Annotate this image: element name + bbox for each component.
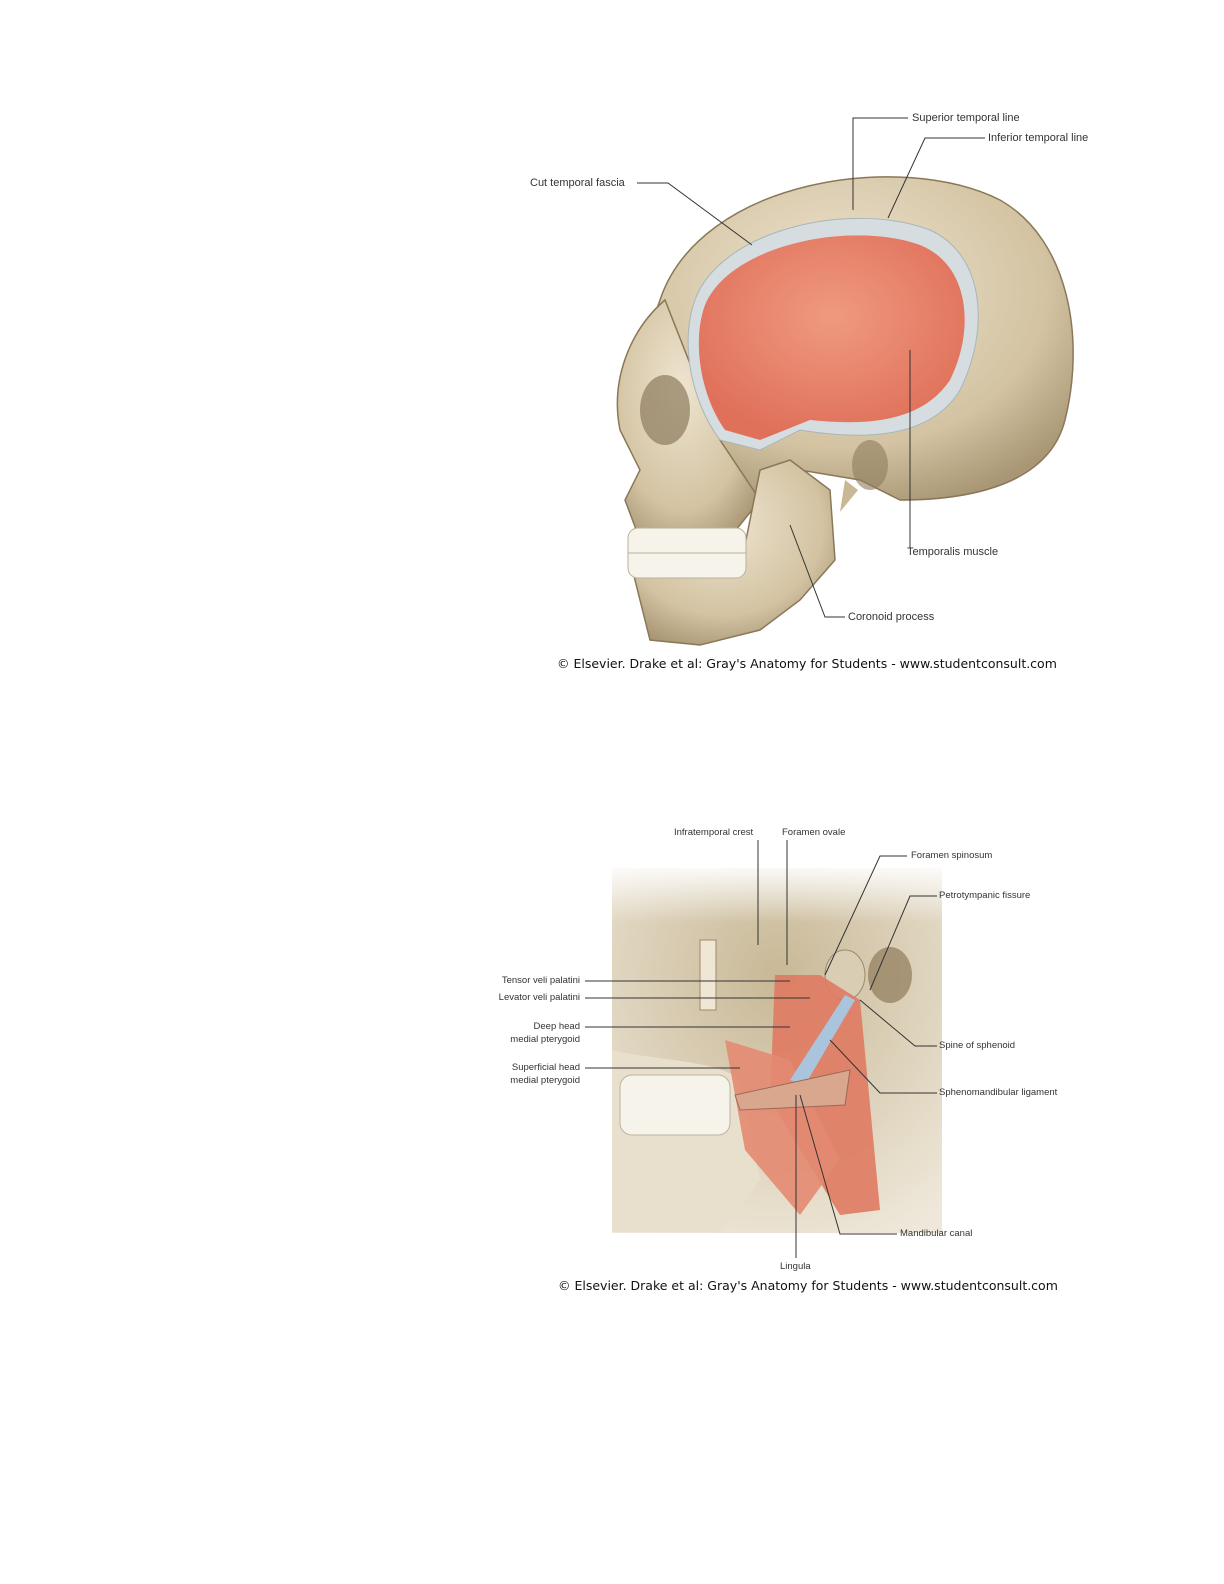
label-superior-temporal-line: Superior temporal line xyxy=(912,112,1020,124)
label-deep-head-medial-pterygoid: medial pterygoid xyxy=(510,1034,580,1045)
label-mandibular-canal: Mandibular canal xyxy=(900,1228,973,1239)
label-foramen-spinosum: Foramen spinosum xyxy=(911,850,993,861)
label-foramen-ovale: Foramen ovale xyxy=(782,827,846,838)
label-superficial-head-medial-pterygoid: medial pterygoid xyxy=(510,1075,580,1086)
label-inferior-temporal-line: Inferior temporal line xyxy=(988,132,1089,144)
label-coronoid-process: Coronoid process xyxy=(848,611,935,623)
figure2-caption: © Elsevier. Drake et al: Gray's Anatomy … xyxy=(558,1278,1058,1293)
label-deep-head: Deep head xyxy=(533,1021,580,1032)
figure1-caption: © Elsevier. Drake et al: Gray's Anatomy … xyxy=(557,656,1057,671)
label-infratemporal-crest: Infratemporal crest xyxy=(674,827,754,838)
label-cut-temporal-fascia: Cut temporal fascia xyxy=(530,177,625,189)
label-petrotympanic-fissure: Petrotympanic fissure xyxy=(939,890,1031,901)
label-levator-veli-palatini: Levator veli palatini xyxy=(498,992,580,1003)
label-lingula: Lingula xyxy=(780,1261,811,1272)
label-superficial-head: Superficial head xyxy=(511,1062,580,1073)
label-sphenomandibular-ligament: Sphenomandibular ligament xyxy=(939,1087,1058,1098)
label-spine-of-sphenoid: Spine of sphenoid xyxy=(939,1040,1016,1051)
label-tensor-veli-palatini: Tensor veli palatini xyxy=(501,975,580,986)
label-temporalis-muscle: Temporalis muscle xyxy=(907,546,999,558)
